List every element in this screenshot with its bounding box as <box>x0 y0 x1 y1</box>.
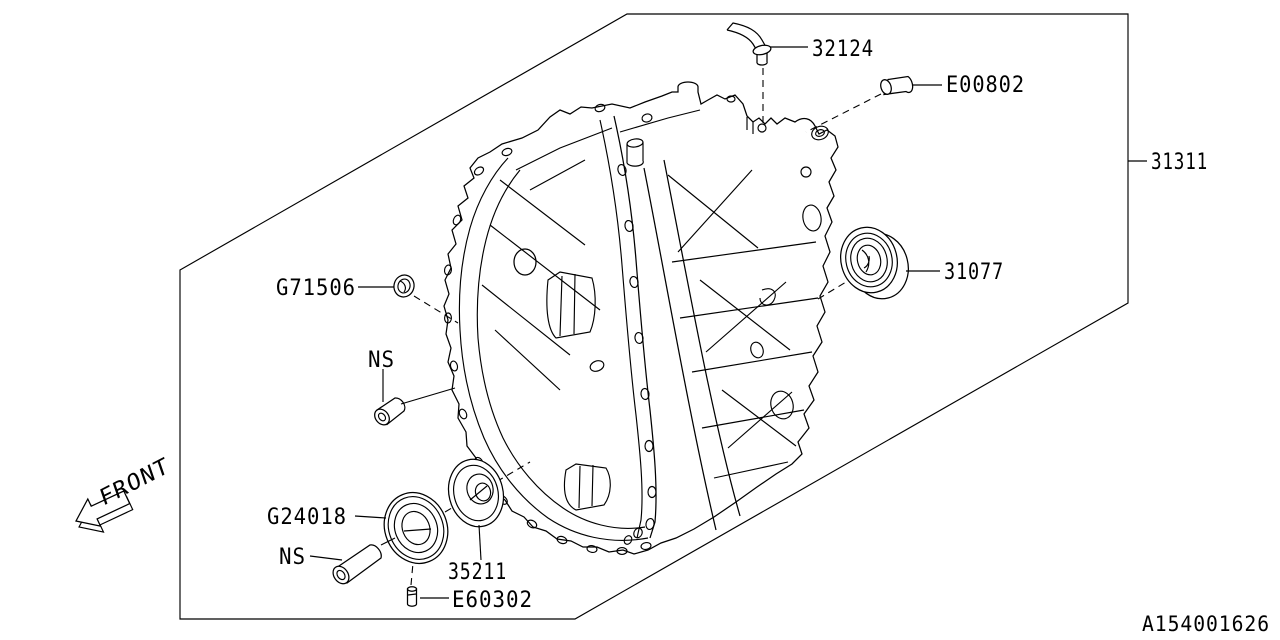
part-label-oil-seal: 31077 <box>944 260 1004 285</box>
part-label-pin-ns: NS <box>279 545 306 570</box>
diagram-border <box>179 13 1129 620</box>
bushing-drawing <box>374 397 406 426</box>
drawing-number: A154001626 <box>1142 612 1270 636</box>
front-marker: FRONT <box>75 452 173 533</box>
part-label-case: 31311 <box>1151 150 1208 175</box>
part-label-bearing: G24018 <box>267 505 347 530</box>
strip-bolt-holes <box>617 164 657 545</box>
speedometer-ring-drawing <box>447 458 505 528</box>
front-arrow-icon <box>75 490 131 527</box>
part-label-breather-pipe: 32124 <box>812 37 874 62</box>
dowel-pin-drawing <box>406 586 418 607</box>
plug-drawing <box>880 75 914 96</box>
transmission-case-drawing <box>443 81 839 555</box>
straight-pin-drawing <box>332 544 382 585</box>
leader-lines <box>309 46 1147 599</box>
oil-seal-drawing <box>840 226 909 300</box>
o-ring-drawing <box>393 274 415 298</box>
breather-pipe-drawing <box>726 22 772 66</box>
part-label-plug: E00802 <box>946 73 1025 98</box>
part-label-bushing-ns: NS <box>368 348 395 373</box>
front-label: FRONT <box>96 452 172 511</box>
bearing-drawing <box>383 492 449 564</box>
part-label-dowel-pin: E60302 <box>452 588 533 613</box>
part-label-o-ring: G71506 <box>276 276 356 301</box>
part-label-speedometer-ring: 35211 <box>448 560 507 585</box>
